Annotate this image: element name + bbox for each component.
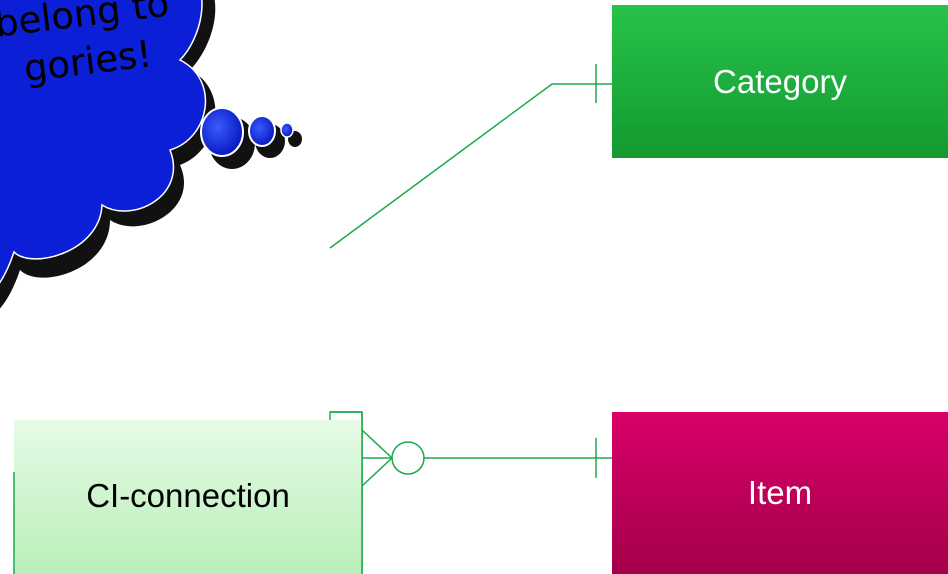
- entity-item-box[interactable]: [612, 412, 948, 574]
- entity-ci-connection-box[interactable]: [13, 411, 363, 574]
- connector-item: [361, 429, 612, 487]
- crows-foot-lower: [361, 457, 393, 487]
- crows-foot-upper: [361, 429, 393, 459]
- zero-marker: [391, 441, 425, 475]
- callout-cloud: [0, 0, 294, 284]
- entity-category-box[interactable]: [612, 5, 948, 158]
- connector-category: [329, 64, 612, 249]
